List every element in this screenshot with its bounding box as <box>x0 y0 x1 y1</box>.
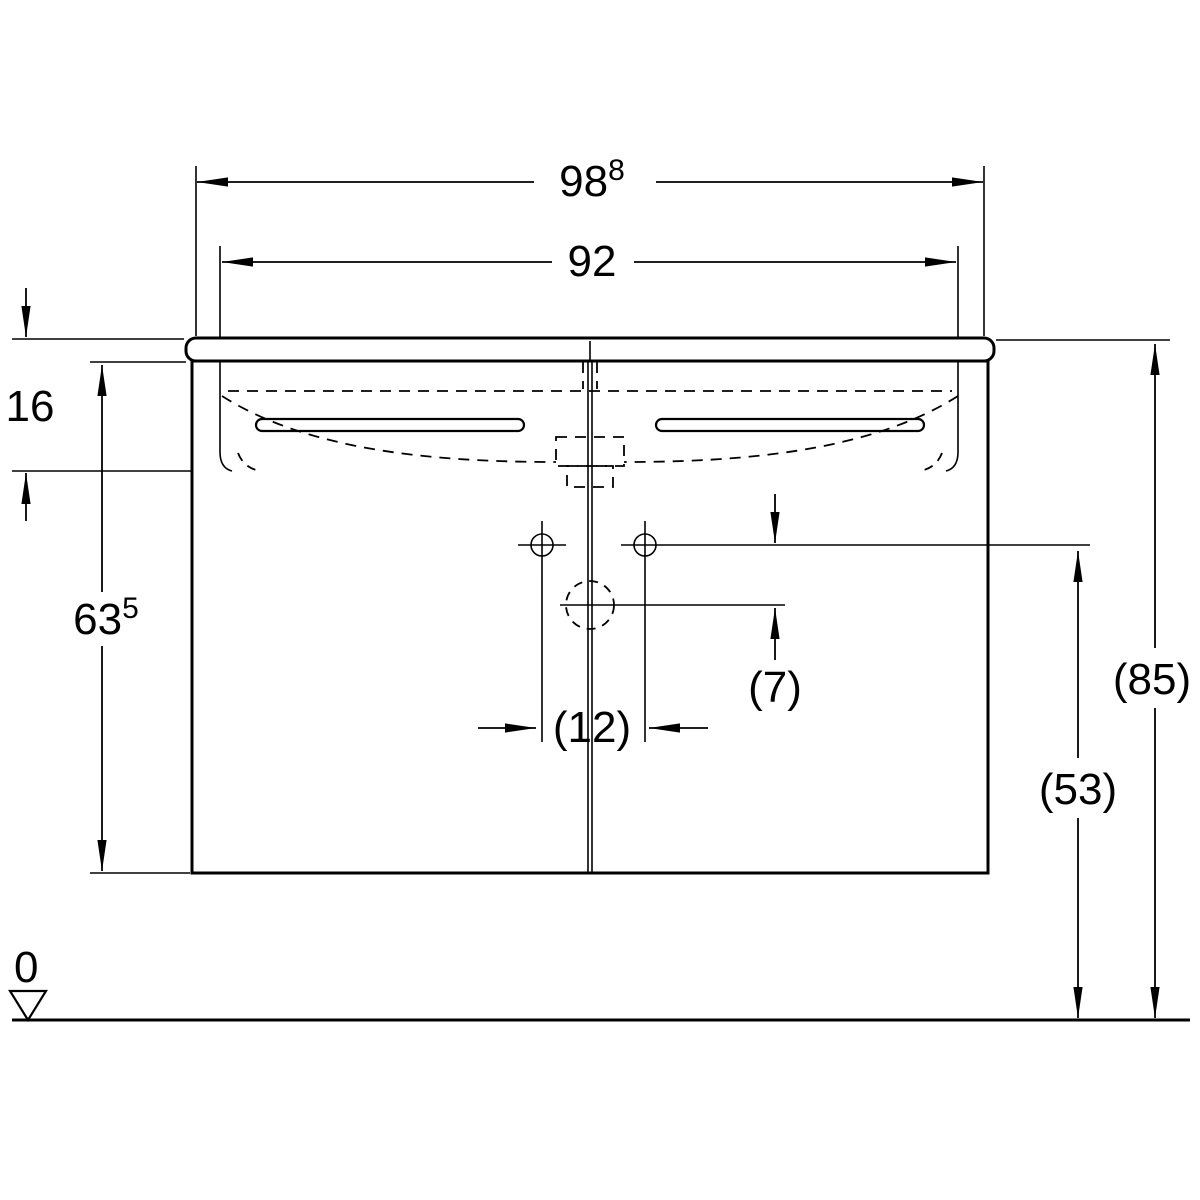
mounting-hole-right <box>621 521 669 569</box>
dimension-apron-height: 16 <box>6 288 55 521</box>
door-gap <box>587 361 593 873</box>
dim-label-apron-height: 16 <box>6 382 55 431</box>
dim-label-datum: 0 <box>14 943 38 992</box>
dim-label-hole-offset: (7) <box>748 663 802 712</box>
dim-label-overall-width: 988 <box>559 154 625 206</box>
mounting-hole-left <box>518 521 566 569</box>
dim-label-basin-width: 92 <box>568 237 617 286</box>
handle-right <box>654 417 926 433</box>
dimension-hole-offset: (7) <box>748 494 802 712</box>
cabinet-body <box>190 359 990 875</box>
hole-reference-lines <box>541 544 1090 742</box>
dim-label-overall-height: (85) <box>1113 655 1191 704</box>
dimension-hole-spacing: (12) <box>478 703 708 752</box>
datum-symbol <box>8 989 48 1023</box>
dim-label-trap-height: (53) <box>1039 765 1117 814</box>
dimension-basin-width: 92 <box>222 237 956 286</box>
dimension-cabinet-height: 635 <box>73 365 139 871</box>
dim-label-cabinet-height: 635 <box>73 592 139 644</box>
handle-left <box>254 417 526 433</box>
dim-label-hole-spacing: (12) <box>553 703 631 752</box>
outlet-circle <box>560 580 785 630</box>
basin-hidden-outline <box>221 362 959 488</box>
dimension-overall-width: 988 <box>197 154 983 206</box>
basin-side-edges <box>219 361 959 472</box>
dimension-overall-height: (85) <box>1113 344 1191 1018</box>
extension-lines <box>12 166 1170 874</box>
dimension-trap-height: (53) <box>1039 551 1117 1018</box>
